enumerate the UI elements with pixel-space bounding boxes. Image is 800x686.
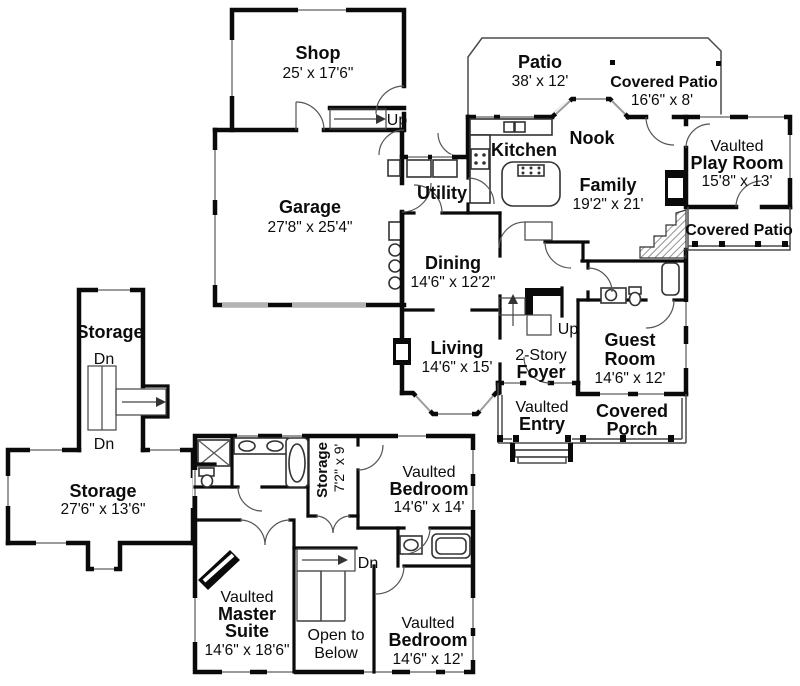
room-label-kitchen: Kitchen — [491, 140, 557, 160]
room-prefix-bedroom-upper: Vaulted — [402, 464, 455, 481]
room-dims-master: 14'6" x 18'6" — [204, 642, 289, 659]
room-dims-covered-patio-upper: 16'6" x 8' — [631, 92, 693, 109]
room-label-master-2: Suite — [225, 621, 269, 641]
room-label-shop: Shop — [296, 43, 341, 63]
room-dims-storage-main: 27'6" x 13'6" — [60, 501, 145, 518]
room-label-porch-2: Porch — [606, 419, 657, 439]
room-label-bedroom-lower: Bedroom — [388, 630, 467, 650]
room-label-covered-patio-upper: Covered Patio — [610, 74, 718, 91]
bedroom-wing — [192, 433, 476, 675]
room-dims-bedroom-lower: 14'6" x 12' — [393, 651, 464, 668]
room-label-foyer: Foyer — [516, 362, 565, 382]
room-label-nook: Nook — [570, 128, 616, 148]
room-label-dining: Dining — [425, 253, 481, 273]
stairs-up-shop-label: Up — [387, 112, 408, 129]
porch-outline — [497, 207, 791, 464]
room-dims-storage-closet: 7'2" x 9' — [331, 444, 347, 492]
room-label-guest-1: Guest — [604, 330, 655, 350]
room-dims-living: 14'6" x 15' — [422, 359, 493, 376]
room-label-entry: Entry — [519, 414, 565, 434]
open-to-below-label-2: Below — [314, 645, 358, 662]
open-to-below-label-1: Open to — [308, 627, 365, 644]
room-dims-dining: 14'6" x 12'2" — [410, 274, 495, 291]
room-label-guest-2: Room — [605, 349, 656, 369]
room-dims-shop: 25' x 17'6" — [283, 65, 354, 82]
room-prefix-bedroom-lower: Vaulted — [401, 615, 454, 632]
room-label-storage-closet: Storage — [314, 442, 331, 498]
stairs-dn-top-label: Dn — [94, 351, 114, 368]
room-label-covered-patio-right: Covered Patio — [685, 222, 793, 239]
room-label-utility: Utility — [417, 183, 467, 203]
stairs-dn-bottom-label: Dn — [94, 436, 114, 453]
stairs-dn-label: Dn — [358, 555, 378, 572]
room-label-bedroom-upper: Bedroom — [389, 479, 468, 499]
room-label-master-1: Master — [218, 604, 276, 624]
stairs-up-foyer-label: Up — [558, 321, 579, 338]
room-prefix-play-room: Vaulted — [710, 138, 763, 155]
room-label-living: Living — [431, 338, 484, 358]
room-label-garage: Garage — [279, 197, 341, 217]
room-prefix-entry: Vaulted — [515, 399, 568, 416]
room-prefix-master: Vaulted — [220, 589, 273, 606]
room-dims-play-room: 15'8" x 13' — [702, 173, 773, 190]
room-label-family: Family — [579, 175, 636, 195]
room-label-storage-main: Storage — [69, 481, 136, 501]
room-label-porch-1: Covered — [596, 401, 668, 421]
room-label-storage-tower: Storage — [76, 322, 143, 342]
house-interior — [393, 116, 763, 395]
room-label-play-room: Play Room — [690, 153, 783, 173]
room-label-patio: Patio — [518, 52, 562, 72]
shop-garage-walls — [212, 7, 463, 308]
patio-outline — [467, 37, 722, 117]
room-dims-patio: 38' x 12' — [512, 73, 569, 90]
room-dims-garage: 27'8" x 25'4" — [267, 219, 352, 236]
room-dims-family: 19'2" x 21' — [573, 196, 644, 213]
room-dims-guest: 14'6" x 12' — [595, 370, 666, 387]
room-dims-bedroom-upper: 14'6" x 14' — [394, 499, 465, 516]
room-prefix-foyer: 2-Story — [515, 347, 567, 364]
